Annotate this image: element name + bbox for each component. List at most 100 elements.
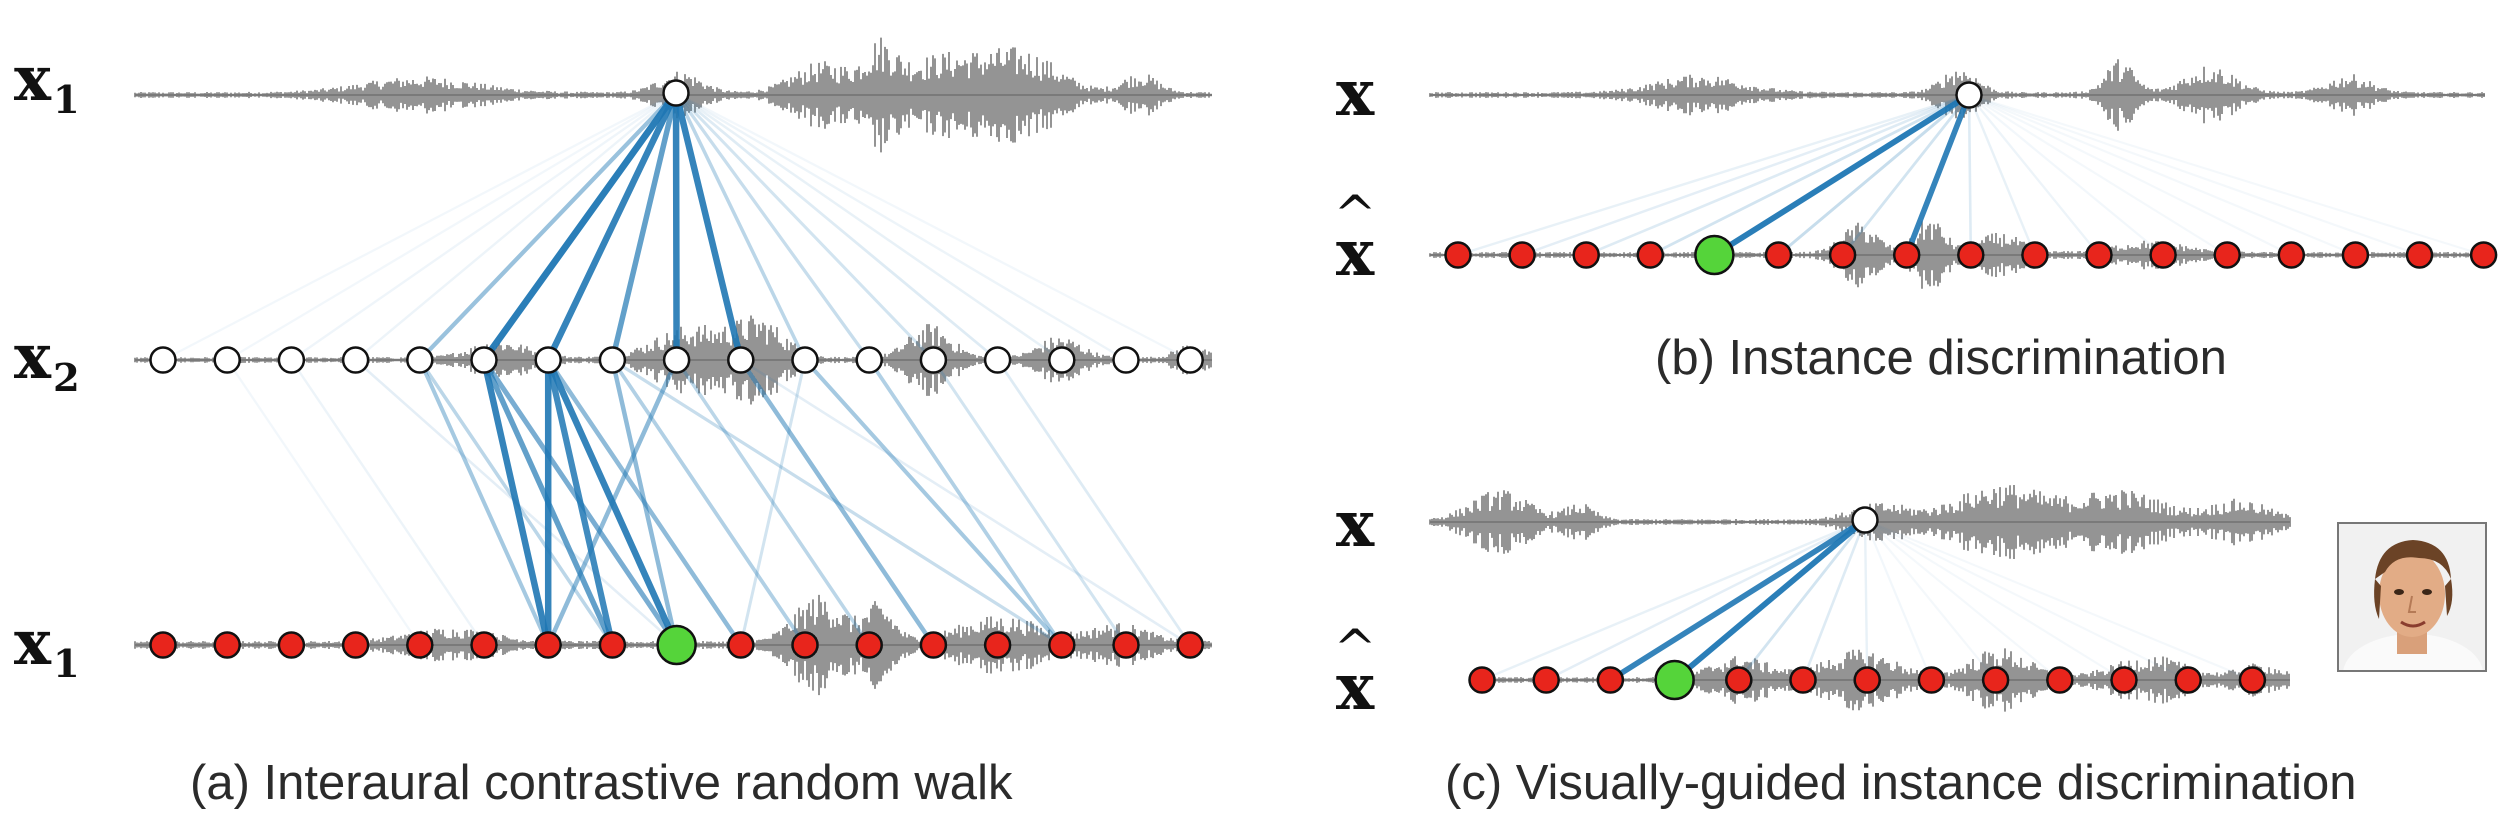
node-a-mid-5: [470, 346, 498, 374]
node-a-bot-15: [1112, 631, 1140, 659]
node-b-6: [1828, 241, 1857, 269]
edge-c-4: [1737, 518, 1867, 682]
node-a-bot-3: [341, 631, 370, 659]
edge-a-top-8: [672, 89, 680, 364]
node-a-bot-12: [919, 631, 948, 659]
edge-a-mid-0: [417, 358, 551, 647]
edge-a-mid-12: [674, 358, 871, 647]
node-a-bot-14: [1048, 631, 1076, 659]
nodes: [149, 79, 2498, 701]
node-b-12: [2213, 241, 2241, 269]
node-c-5: [1789, 666, 1817, 694]
node-a-bot-positive: [656, 624, 697, 666]
node-a-bot-7: [598, 631, 627, 659]
edge-c-3: [1671, 517, 1868, 683]
node-a-bot-4: [406, 631, 434, 659]
node-a-mid-10: [791, 346, 819, 374]
edge-a-mid-13: [738, 357, 936, 648]
edge-a-top-2: [290, 91, 678, 362]
node-a-mid-11: [855, 346, 883, 374]
node-a-mid-3: [341, 346, 370, 374]
node-a-mid-15: [1112, 346, 1140, 374]
edge-a-mid-6: [545, 356, 616, 649]
node-a-bot-16: [1176, 631, 1204, 659]
edge-c-2: [1607, 517, 1868, 683]
edge-b-16: [1967, 93, 2485, 257]
node-a-mid-14: [1048, 346, 1076, 374]
caption-c: (c) Visually-guided instance discriminat…: [1445, 756, 2357, 810]
node-b-5: [1764, 241, 1793, 269]
edge-c-7: [1863, 518, 1933, 682]
edge-b-6: [1841, 93, 1971, 257]
node-a-bot-1: [213, 631, 241, 659]
node-a-mid-12: [919, 346, 948, 374]
node-a-top-query: [662, 79, 690, 107]
edge-b-12: [1967, 93, 2229, 257]
caption-a: (a) Interaural contrastive random walk: [190, 756, 1013, 810]
edge-a-top-4: [417, 90, 679, 363]
node-b-0: [1444, 241, 1472, 269]
edge-a-top-13: [674, 91, 999, 362]
edge-a-top-14: [674, 91, 1064, 362]
edge-a-top-7: [609, 90, 679, 363]
edge-a-mid-10: [610, 358, 807, 647]
edge-b-13: [1967, 93, 2293, 257]
edge-c-1: [1544, 518, 1867, 682]
node-a-mid-7: [598, 346, 627, 374]
node-c-0: [1468, 666, 1496, 694]
edge-a-top-6: [544, 89, 680, 364]
edge-a-top-11: [674, 91, 871, 362]
edge-c-10: [1863, 518, 2126, 682]
label-a-mid: x2: [14, 320, 80, 402]
edge-a-top-5: [480, 89, 680, 364]
node-c-9: [2046, 666, 2074, 694]
edge-a-mid-23: [739, 358, 807, 647]
edge-b-10: [1967, 93, 2101, 257]
node-b-3: [1636, 241, 1665, 269]
node-a-bot-13: [983, 631, 1012, 659]
node-a-mid-4: [406, 346, 434, 374]
edge-a-mid-15: [867, 358, 1064, 647]
edge-a-top-16: [674, 91, 1192, 362]
node-c-10: [2110, 666, 2138, 694]
node-b-14: [2341, 241, 2370, 269]
node-c-query: [1851, 506, 1879, 534]
edge-b-8: [1967, 93, 1973, 257]
node-a-bot-5: [470, 631, 498, 659]
node-b-10: [2085, 241, 2113, 269]
edge-c-12: [1863, 518, 2254, 682]
label-c-bot: x: [1336, 656, 1374, 720]
edge-a-mid-22: [610, 358, 1064, 647]
label-a-bot: x1: [14, 606, 80, 688]
node-a-mid-0: [149, 346, 177, 374]
edge-a-mid-19: [290, 358, 486, 647]
edge-a-mid-18: [354, 358, 678, 647]
node-a-bot-0: [149, 631, 177, 659]
node-b-1: [1508, 241, 1536, 269]
edge-c-0: [1480, 518, 1867, 682]
node-a-mid-1: [213, 346, 241, 374]
edge-a-top-1: [226, 91, 678, 362]
edges: [161, 89, 2485, 683]
node-a-mid-2: [277, 346, 306, 374]
edge-a-top-3: [354, 91, 678, 362]
edge-a-mid-16: [931, 358, 1128, 647]
edge-b-15: [1967, 93, 2421, 257]
edge-c-11: [1863, 518, 2190, 682]
node-c-positive: [1654, 659, 1695, 701]
edge-b-3: [1648, 93, 1971, 257]
node-c-6: [1853, 666, 1881, 694]
node-b-7: [1892, 241, 1921, 269]
node-a-mid-6: [534, 346, 562, 374]
node-a-mid-13: [983, 346, 1012, 374]
node-a-bot-6: [534, 631, 562, 659]
edge-b-5: [1777, 93, 1971, 257]
face-photo: [2337, 522, 2487, 672]
node-c-12: [2238, 666, 2267, 694]
node-b-11: [2149, 241, 2177, 269]
edge-a-top-0: [161, 91, 678, 362]
edge-b-4: [1711, 92, 1972, 258]
edge-a-top-15: [674, 91, 1128, 362]
edge-b-0: [1456, 93, 1971, 257]
